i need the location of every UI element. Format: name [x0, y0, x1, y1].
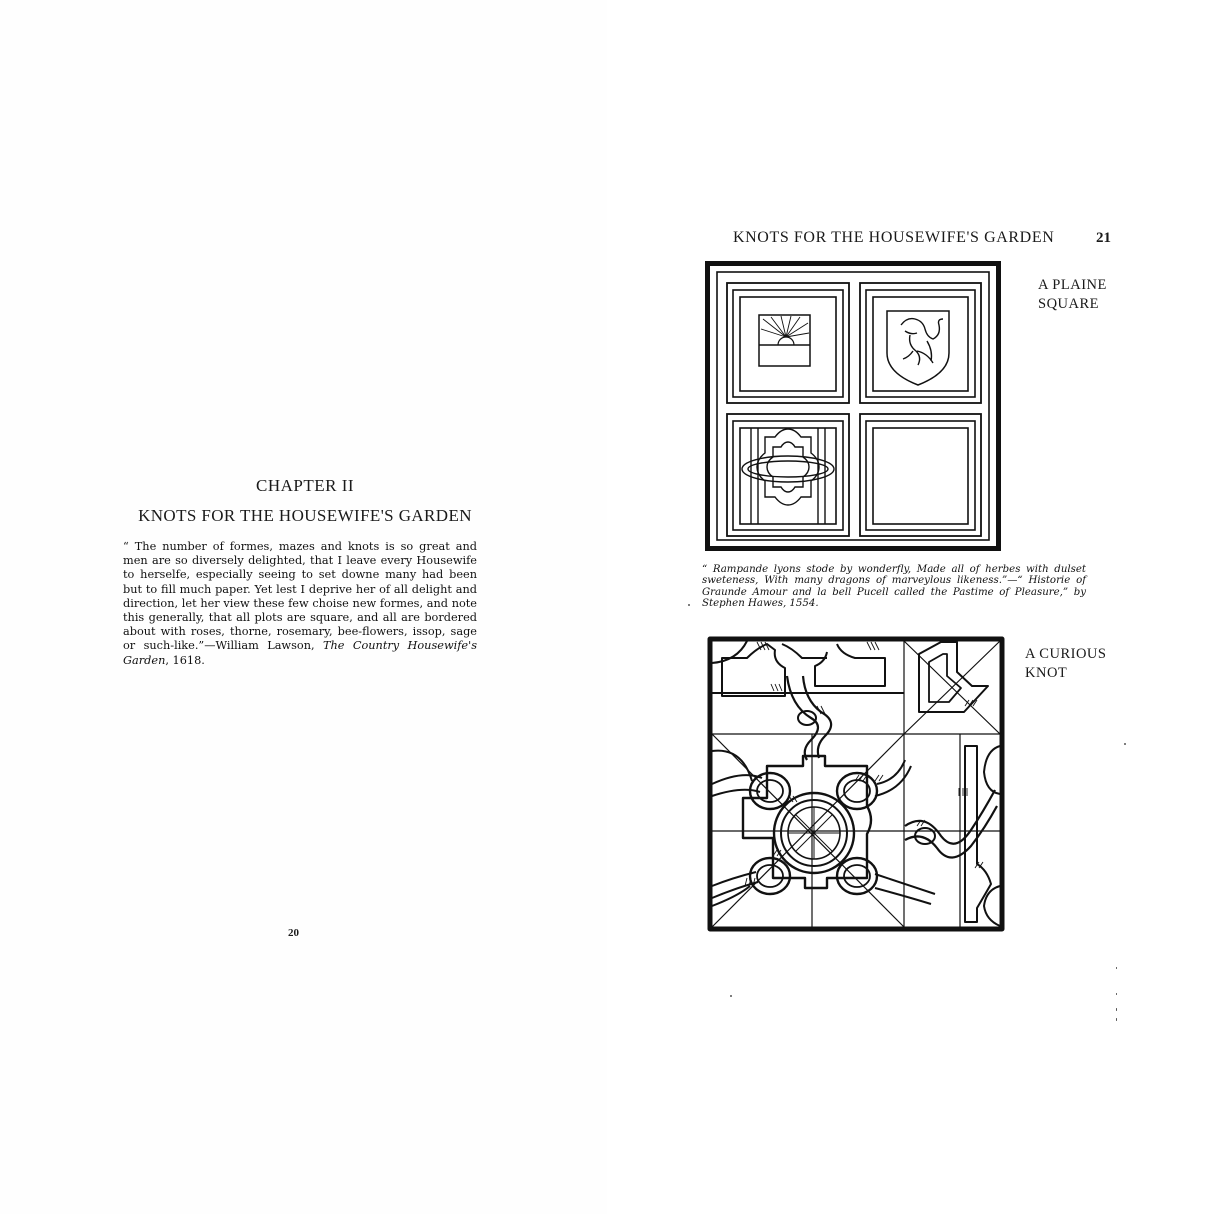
- epigraph-quote: “ The number of formes, mazes and knots …: [123, 540, 477, 653]
- epigraph-source-title: The Country Housewife's Garden: [123, 639, 477, 667]
- speck: [688, 604, 690, 606]
- right-page: [607, 0, 1214, 1214]
- interlaced-knot-icon: [741, 428, 835, 524]
- rampant-lion-shield-icon: [886, 310, 950, 386]
- speck: [1116, 993, 1117, 995]
- speck: [1124, 743, 1126, 745]
- figure-plaine-square: [705, 261, 1001, 551]
- running-head: KNOTS FOR THE HOUSEWIFE'S GARDEN: [733, 229, 1055, 246]
- label-line: KNOT: [1025, 665, 1068, 681]
- label-line: A PLAINE: [1038, 277, 1107, 293]
- sunrise-emblem-icon: [758, 314, 811, 367]
- speck: [1116, 1008, 1117, 1011]
- speck: [1116, 967, 1117, 969]
- figure-label-plaine-square: A PLAINE SQUARE: [1038, 276, 1107, 314]
- epigraph-year: , 1618.: [165, 653, 205, 667]
- speck: [730, 995, 732, 997]
- speck: [1116, 1018, 1117, 1021]
- left-page: CHAPTER II KNOTS FOR THE HOUSEWIFE'S GAR…: [123, 476, 477, 939]
- page-number-left: 20: [288, 927, 299, 939]
- label-line: SQUARE: [1038, 296, 1100, 312]
- page-number-right: 21: [1096, 230, 1111, 246]
- chapter-title: KNOTS FOR THE HOUSEWIFE'S GARDEN: [138, 506, 472, 525]
- label-line: A CURIOUS: [1025, 646, 1107, 662]
- figure-curious-knot: [707, 636, 1005, 932]
- epigraph: “ The number of formes, mazes and knots …: [123, 540, 477, 668]
- figure-label-curious-knot: A CURIOUS KNOT: [1025, 645, 1106, 683]
- chapter-number: CHAPTER II: [255, 476, 355, 495]
- figure-caption: “ Rampande lyons stode by wonderfly, Mad…: [702, 564, 1086, 610]
